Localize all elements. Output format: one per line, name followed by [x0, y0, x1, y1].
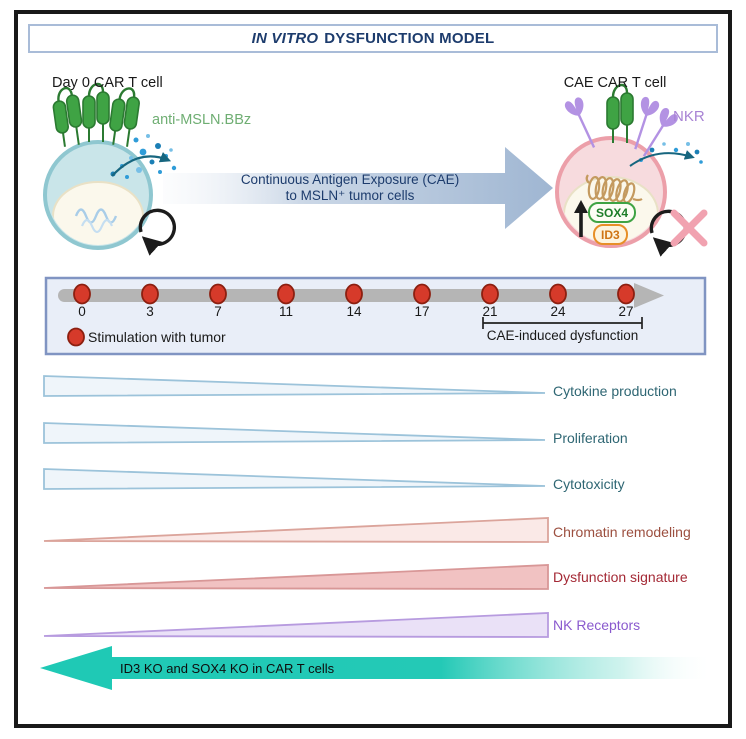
stimulation-dot — [345, 283, 363, 305]
day-tick-27: 27 — [618, 304, 634, 319]
car-receptor-icon — [605, 83, 635, 145]
stimulation-legend-label: Stimulation with tumor — [88, 329, 226, 345]
title-italic: IN VITRO — [251, 30, 319, 47]
stimulation-dot — [549, 283, 567, 305]
cae-exposure-arrow — [163, 147, 553, 229]
day-tick-24: 24 — [550, 304, 566, 319]
proliferation-cycle-arrow-icon — [138, 208, 177, 256]
chromatin-coil-icon — [585, 174, 643, 204]
day-tick-0: 0 — [78, 304, 86, 319]
figure-title: IN VITRO DYSFUNCTION MODEL — [28, 24, 718, 53]
triangle-proliferation — [43, 422, 546, 444]
cytotoxicity-label: Cytotoxicity — [553, 476, 625, 492]
stimulation-dot — [481, 283, 499, 305]
triangle-nk-receptors — [43, 612, 549, 638]
cytokine-secretion-arrow — [629, 150, 695, 167]
stimulation-dot — [73, 283, 91, 305]
triangle-dysfunction-signature — [43, 564, 549, 590]
day-tick-11: 11 — [278, 304, 293, 319]
car-receptor-icon — [81, 82, 111, 144]
chromatin-remodeling-label: Chromatin remodeling — [553, 524, 691, 540]
nkr-label: NKR — [673, 108, 705, 125]
stimulation-dot — [209, 283, 227, 305]
proliferation-label: Proliferation — [553, 430, 628, 446]
stimulation-dot — [617, 283, 635, 305]
dysfunction-signature-label: Dysfunction signature — [553, 569, 688, 585]
cytokine-secretion-arrow — [111, 152, 172, 177]
cae-arrow-caption: Continuous Antigen Exposure (CAE) to MSL… — [200, 172, 500, 204]
dysfunction-bracket — [482, 317, 643, 329]
day-tick-3: 3 — [146, 304, 154, 319]
sox4-badge: SOX4 — [588, 202, 637, 223]
blocked-x-icon — [670, 209, 708, 247]
car-construct-label: anti-MSLN.BBz — [152, 112, 252, 128]
upregulation-arrow-icon — [574, 200, 588, 237]
day0-cell-label: Day 0 CAR T cell — [52, 75, 163, 91]
triangle-chromatin-remodeling — [43, 517, 549, 543]
triangle-cytokine-production — [43, 375, 546, 397]
title-rest: DYSFUNCTION MODEL — [324, 30, 495, 47]
id3-badge: ID3 — [593, 224, 628, 245]
ko-arrow — [40, 646, 714, 690]
cae-cell-label: CAE CAR T cell — [563, 75, 667, 91]
cae-arrow-line1: Continuous Antigen Exposure (CAE) — [240, 172, 460, 187]
day-tick-14: 14 — [346, 304, 362, 319]
car-receptor-icon — [49, 85, 86, 149]
triangle-cytotoxicity — [43, 468, 546, 490]
stimulation-dots — [73, 283, 635, 305]
day-tick-7: 7 — [214, 304, 222, 319]
day-tick-17: 17 — [414, 304, 430, 319]
cytokine-dots — [639, 142, 703, 164]
legend-dot-icon — [67, 327, 85, 347]
cae-dysfunction-bracket-label: CAE-induced dysfunction — [486, 328, 639, 343]
stimulation-dot — [141, 283, 159, 305]
day-tick-21: 21 — [482, 304, 498, 319]
day0-car-t-cell — [43, 82, 177, 256]
ko-arrow-label: ID3 KO and SOX4 KO in CAR T cells — [120, 661, 335, 676]
cae-arrow-line2: to MSLN⁺ tumor cells — [285, 188, 415, 203]
dna-squiggle-icon — [80, 218, 114, 234]
nk-receptors-label: NK Receptors — [553, 617, 641, 633]
stimulation-dot — [277, 283, 295, 305]
stimulation-dot — [413, 283, 431, 305]
cytokine-production-label: Cytokine production — [553, 383, 677, 399]
timeline-panel — [44, 276, 707, 356]
